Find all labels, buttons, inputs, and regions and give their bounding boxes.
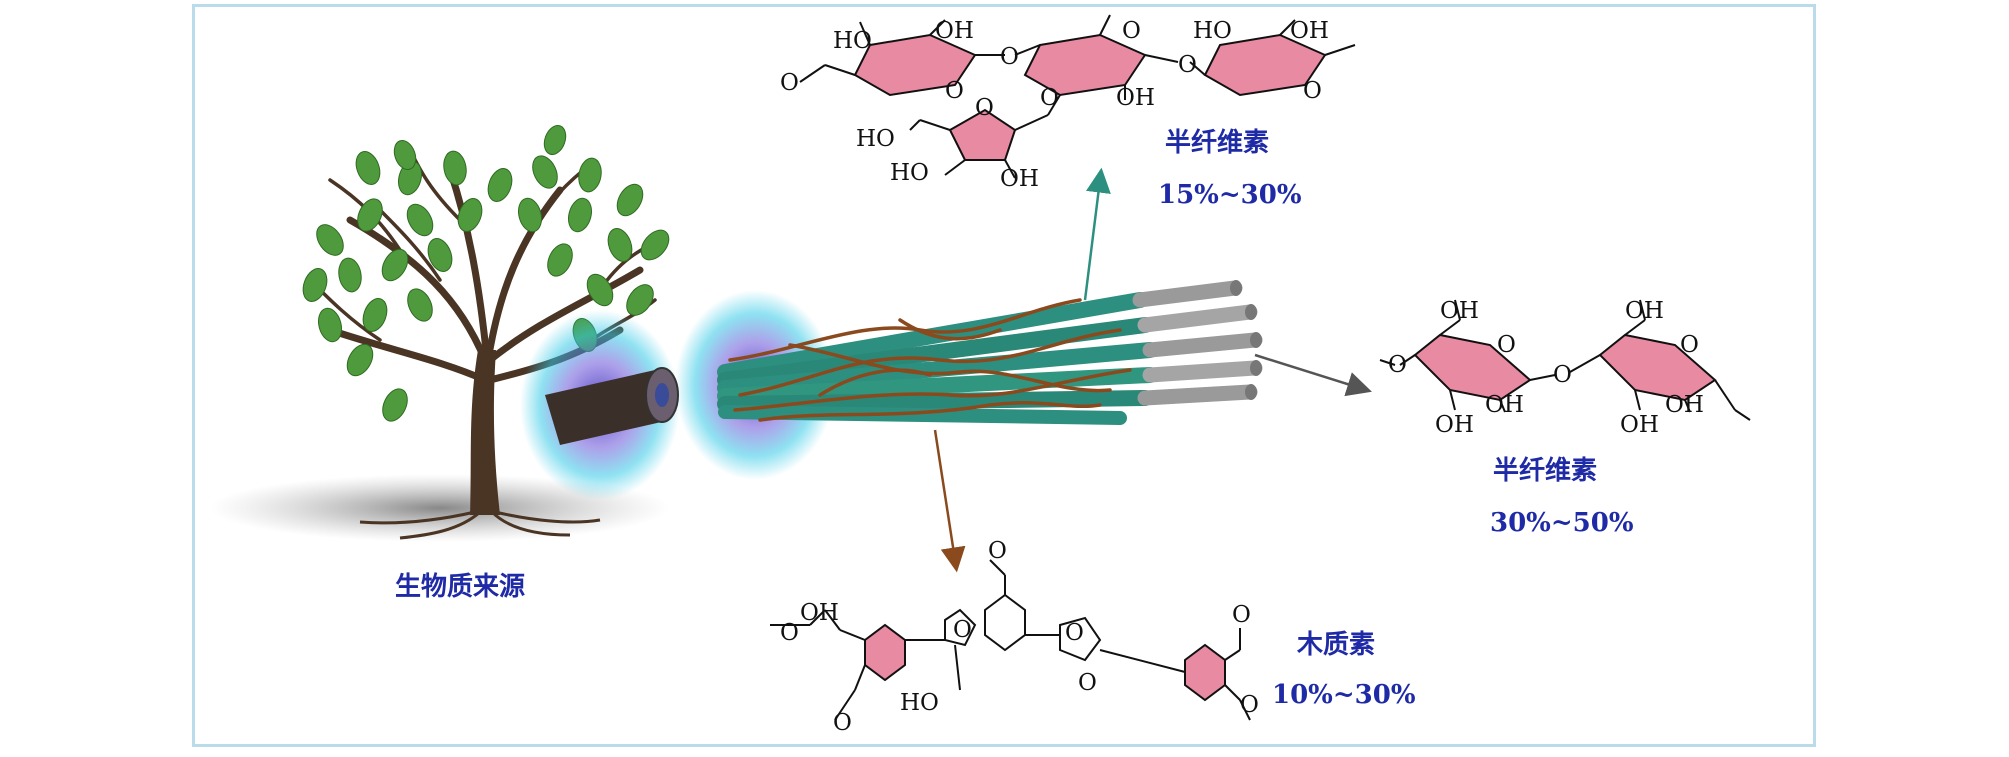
lignin-label: 木质素	[1297, 630, 1376, 660]
svg-text:O: O	[1388, 352, 1407, 378]
svg-text:O: O	[1680, 332, 1699, 358]
svg-text:HO: HO	[1193, 18, 1232, 44]
svg-text:O: O	[988, 538, 1007, 564]
lignin-percent: 10%~30%	[1272, 680, 1416, 710]
svg-text:OH: OH	[1116, 85, 1155, 111]
arrow-to-lignin	[933, 429, 966, 573]
svg-text:OH: OH	[1000, 166, 1039, 192]
fiber-bundle	[717, 280, 1263, 425]
svg-text:OH: OH	[1435, 412, 1474, 438]
svg-text:O: O	[1040, 85, 1059, 111]
svg-text:OH: OH	[800, 600, 839, 626]
svg-text:HO: HO	[900, 690, 939, 716]
hemicellulose-structure: HO OH O O O O OH O O HO OH O O HO HO OH	[780, 14, 1356, 192]
svg-text:O: O	[1122, 18, 1141, 44]
svg-text:OH: OH	[935, 18, 974, 44]
tree-illustration	[210, 124, 670, 542]
arrow-to-hemicellulose	[1083, 167, 1111, 301]
svg-text:O: O	[1178, 52, 1197, 78]
cellulose-label: 半纤维素	[1493, 456, 1598, 486]
svg-text:O: O	[1232, 602, 1251, 628]
svg-text:O: O	[953, 617, 972, 643]
svg-text:O: O	[1078, 670, 1097, 696]
svg-text:O: O	[1303, 78, 1322, 104]
svg-text:O: O	[833, 710, 852, 736]
svg-text:HO: HO	[833, 28, 872, 54]
svg-text:OH: OH	[1485, 392, 1524, 418]
svg-text:O: O	[1497, 332, 1516, 358]
cellulose-percent: 30%~50%	[1490, 508, 1634, 538]
hemicellulose-top-percent: 15%~30%	[1158, 180, 1302, 210]
stem-section	[545, 367, 679, 445]
svg-text:HO: HO	[856, 126, 895, 152]
svg-text:OH: OH	[1290, 18, 1329, 44]
svg-text:OH: OH	[1625, 298, 1664, 324]
svg-text:O: O	[975, 95, 994, 121]
svg-text:O: O	[945, 78, 964, 104]
svg-text:O: O	[780, 620, 799, 646]
svg-text:O: O	[1000, 44, 1019, 70]
cellulose-structure: OH O O OH OH O OH O OH OH	[1379, 298, 1751, 438]
svg-text:OH: OH	[1440, 298, 1479, 324]
svg-text:O: O	[1240, 692, 1259, 718]
hemicellulose-top-label: 半纤维素	[1165, 128, 1270, 158]
lignin-structure: O OH O O HO O O O O O	[770, 538, 1259, 736]
figure-frame	[192, 4, 1816, 747]
svg-text:O: O	[780, 70, 799, 96]
svg-text:OH: OH	[1620, 412, 1659, 438]
svg-text:OH: OH	[1665, 392, 1704, 418]
svg-text:O: O	[1065, 620, 1084, 646]
svg-text:HO: HO	[890, 160, 929, 186]
biomass-source-label: 生物质来源	[395, 572, 526, 602]
arrow-to-cellulose	[1254, 353, 1372, 397]
svg-text:O: O	[1553, 362, 1572, 388]
